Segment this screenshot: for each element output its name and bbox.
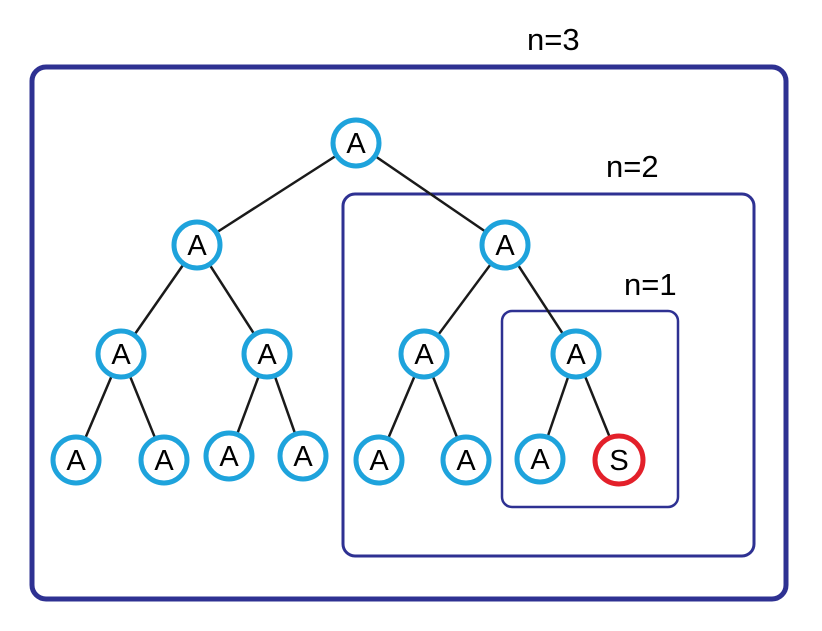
tree-edge [217, 155, 336, 233]
node-label: A [530, 444, 550, 476]
tree-edge [546, 377, 570, 436]
box-label-n3: n=3 [527, 22, 580, 57]
tree-node: A [277, 430, 329, 482]
box-n3 [29, 64, 789, 602]
tree-edge [84, 376, 113, 438]
tree-node: A [241, 328, 293, 380]
tree-edge [517, 265, 564, 334]
node-label: S [609, 445, 628, 477]
tree-edge [274, 377, 296, 433]
tree-edge [134, 264, 184, 335]
node-label: A [566, 339, 586, 371]
box-label-n1: n=1 [624, 267, 677, 302]
tree-node: A [171, 219, 223, 271]
tree-node: A [95, 328, 147, 380]
tree-node: A [514, 433, 566, 485]
node-label: A [111, 339, 131, 371]
tree-node-special: S [592, 433, 646, 487]
node-label: A [369, 445, 389, 477]
box-n1 [500, 309, 680, 509]
tree-node: A [398, 328, 450, 380]
node-label: A [154, 445, 174, 477]
node-label: A [187, 230, 207, 262]
node-label: A [293, 441, 313, 473]
tree-node: A [50, 434, 102, 486]
tree-edge [209, 265, 255, 334]
tree-node: A [550, 328, 602, 380]
node-label: A [66, 445, 86, 477]
node-label: A [414, 339, 434, 371]
node-label: A [219, 441, 239, 473]
nodes: A A A A A A A A A A A A A A S [50, 117, 646, 487]
tree-node: A [138, 434, 190, 486]
tree-edge [236, 376, 260, 434]
box-n2 [341, 192, 756, 558]
node-label: A [456, 445, 476, 477]
tree-node: A [330, 117, 382, 169]
tree-node: A [440, 434, 492, 486]
tree-node: A [353, 434, 405, 486]
tree-edge [129, 376, 156, 438]
node-label: A [495, 230, 515, 262]
tree-edge [584, 376, 611, 437]
node-label: A [346, 128, 366, 160]
node-label: A [257, 339, 277, 371]
tree-edge [387, 376, 416, 438]
tree-edge [432, 376, 458, 438]
tree-edge [375, 156, 486, 232]
tree-edge [437, 264, 492, 335]
tree-node: A [203, 430, 255, 482]
edges [84, 155, 611, 438]
box-label-n2: n=2 [606, 149, 659, 184]
tree-node: A [479, 219, 531, 271]
